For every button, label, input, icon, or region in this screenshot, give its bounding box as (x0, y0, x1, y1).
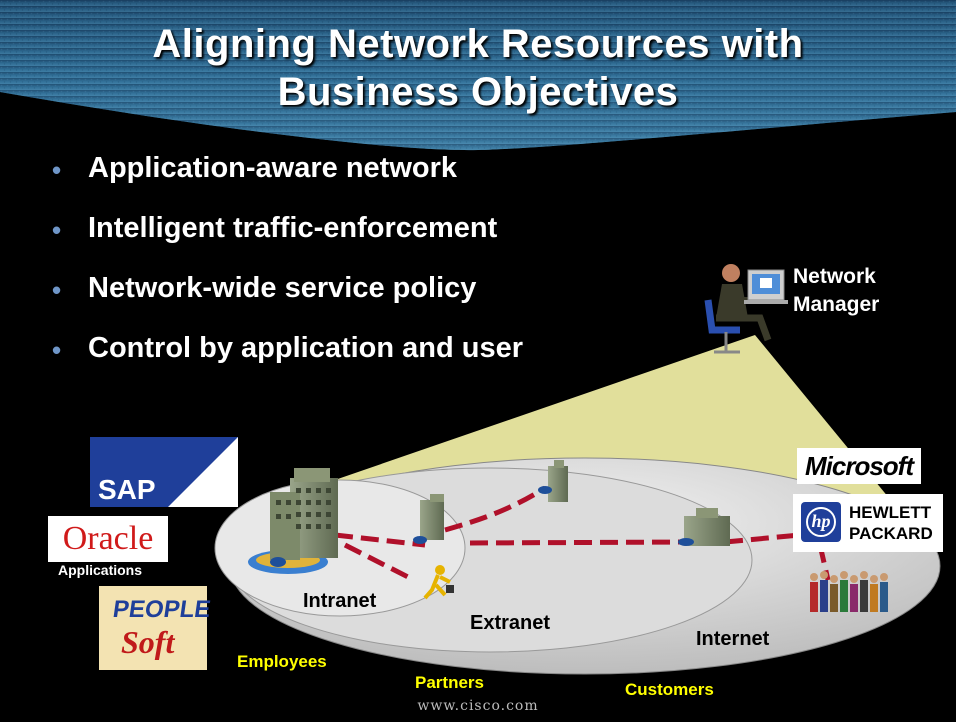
hp-mark-text: hp (806, 507, 836, 537)
footer-url: www.cisco.com (417, 698, 539, 714)
internet-building-icon (678, 508, 730, 546)
oracle-logo: Oracle (48, 516, 168, 562)
microsoft-logo-text: Microsoft (805, 451, 914, 481)
title-line-2: Business Objectives (277, 70, 679, 114)
partners-label: Partners (415, 673, 484, 692)
network-manager-line-2: Manager (793, 293, 880, 316)
bullet-dot: • (52, 155, 62, 185)
bullet-dot: • (52, 335, 62, 365)
network-manager-icon (704, 264, 788, 354)
peoplesoft-logo-line-1: PEOPLE (111, 596, 213, 623)
sap-logo: SAP (90, 437, 238, 507)
network-manager-line-1: Network (793, 265, 876, 288)
oracle-logo-text: Oracle (62, 520, 154, 557)
bullet-dot: • (52, 275, 62, 305)
customers-label: Customers (625, 680, 714, 699)
bullet-text: Intelligent traffic-enforcement (88, 212, 498, 244)
extranet-label: Extranet (470, 612, 551, 634)
hp-line-1: HEWLETT (849, 503, 932, 522)
bullet-text: Control by application and user (88, 332, 524, 364)
network-manager-label: Network Manager (793, 263, 879, 319)
bullet-text: Network-wide service policy (88, 272, 477, 304)
peoplesoft-logo-line-2: Soft (121, 624, 175, 660)
title-band (0, 0, 956, 151)
bullet-dot: • (52, 215, 62, 245)
employees-label: Employees (237, 652, 327, 671)
oracle-applications-label: Applications (58, 562, 143, 578)
intranet-label: Intranet (303, 590, 377, 612)
customer-crowd-icon (810, 571, 888, 612)
mobile-worker-icon (423, 565, 454, 600)
extranet-building-icon (413, 494, 444, 544)
sap-logo-text: SAP (98, 474, 156, 505)
microsoft-logo: Microsoft (797, 448, 921, 484)
hp-mark: hp (801, 502, 841, 542)
hq-building-icon (248, 468, 338, 574)
hp-logo: hp HEWLETT PACKARD (793, 494, 943, 552)
internet-label: Internet (696, 628, 770, 650)
peoplesoft-logo: PEOPLE Soft (99, 586, 212, 670)
partner-building-icon (538, 460, 568, 502)
sap-logo-mark: SAP (90, 437, 238, 507)
bullet-text: Application-aware network (88, 152, 458, 184)
hp-line-2: PACKARD (849, 524, 933, 543)
title-line-1: Aligning Network Resources with (152, 22, 804, 66)
